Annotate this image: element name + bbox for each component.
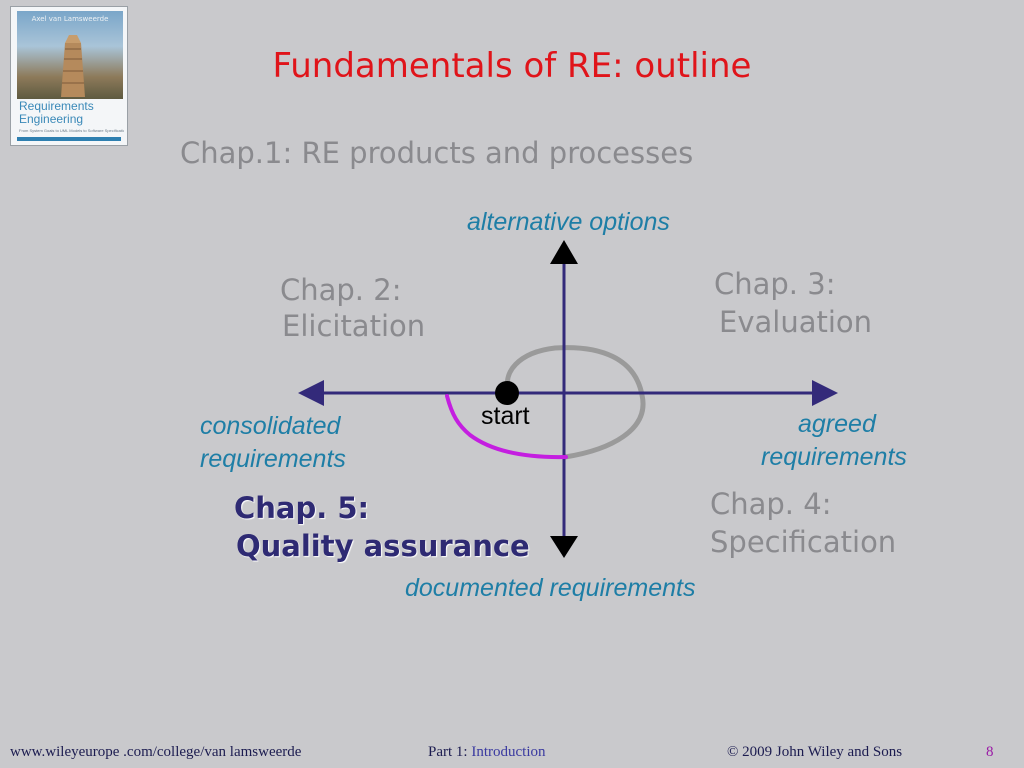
label-agreed: agreed	[798, 410, 876, 438]
footer-part-prefix: Part 1:	[428, 744, 472, 760]
tower-illustration	[61, 35, 85, 97]
footer-part-name: Introduction	[471, 744, 546, 760]
book-subtitle: From System Goals to UML Models to Softw…	[19, 128, 124, 133]
footer-copyright: © 2009 John Wiley and Sons	[727, 744, 903, 760]
top-arrowhead	[550, 240, 578, 264]
left-arrowhead	[298, 380, 324, 406]
label-start: start	[481, 402, 530, 430]
highlighted-arc	[445, 394, 568, 460]
footer-page-number: 8	[986, 744, 994, 760]
book-author: Axel van Lamsweerde	[31, 15, 109, 23]
footer-part: Part 1: Introduction	[428, 744, 546, 761]
book-title-line1: Requirements	[19, 99, 94, 113]
book-title-line2: Engineering	[19, 112, 84, 126]
book-cover-bar	[17, 137, 121, 141]
chap4-name: Specification	[710, 525, 897, 559]
label-consolidated: consolidated	[200, 412, 341, 440]
tower-of-babel-image: Axel van Lamsweerde	[17, 11, 123, 99]
slide-title: Fundamentals of RE: outline	[272, 46, 752, 86]
chap3-number: Chap. 3:	[714, 267, 836, 301]
slide-subtitle: Chap.1: RE products and processes	[180, 136, 694, 170]
footer-url: www.wileyeurope .com/college/van lamswee…	[10, 744, 302, 760]
label-agreed-requirements: requirements	[761, 443, 907, 471]
chap4-number: Chap. 4:	[710, 487, 832, 521]
label-documented-requirements: documented requirements	[405, 574, 696, 602]
right-arrowhead	[812, 380, 838, 406]
spiral-loop	[504, 345, 646, 460]
chap5-number: Chap. 5:	[234, 491, 370, 525]
label-alternative-options: alternative options	[467, 208, 670, 236]
chap3-name: Evaluation	[719, 305, 873, 339]
chap2-name: Elicitation	[282, 309, 426, 343]
start-point	[495, 381, 519, 405]
chap2-number: Chap. 2:	[280, 273, 402, 307]
book-cover: Axel van Lamsweerde Requirements Enginee…	[10, 6, 128, 146]
chap5-name: Quality assurance	[236, 529, 530, 563]
label-consolidated-requirements: requirements	[200, 445, 346, 473]
bottom-arrowhead	[550, 536, 578, 558]
